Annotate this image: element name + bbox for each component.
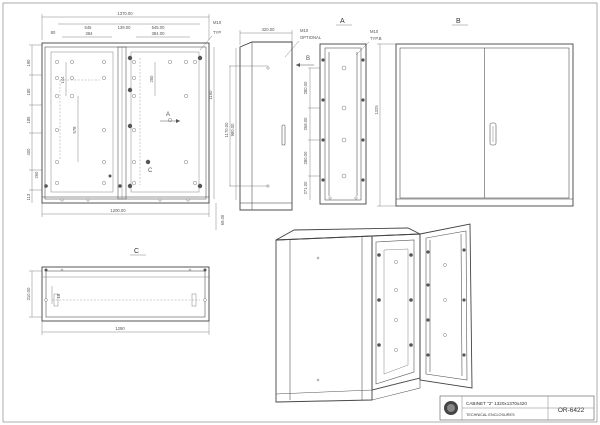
thread-callout: M10 <box>213 20 222 25</box>
view-a-spacing-2: 268.00 <box>303 117 308 130</box>
dim-inner-2: 578 <box>72 126 77 134</box>
view-c-width: 1290 <box>115 326 125 331</box>
side-thread-sub: OPTIONAL <box>300 35 322 40</box>
isometric-view <box>275 223 473 403</box>
dim-d: 545.00 <box>152 25 165 30</box>
dim-e: 384 <box>86 31 94 36</box>
dim-left-6: 113 <box>26 193 31 200</box>
view-c-inner: 18 <box>56 293 61 298</box>
view-a-spacing-4: 271.00 <box>303 181 308 194</box>
dim-inner-1: 144 <box>60 76 65 84</box>
dim-overall-width: 1370.00 <box>117 11 133 16</box>
dim-left-2: 180 <box>26 88 31 96</box>
dim-left-1: 190 <box>26 59 31 67</box>
dim-b: 545 <box>85 25 93 30</box>
thread-callout-sub: TYP <box>213 30 221 35</box>
view-a-thread: M10 <box>370 29 379 34</box>
dim-right-height: 1160 <box>208 90 213 100</box>
side-height-2: 980.00 <box>230 123 235 136</box>
view-b: B 1325 <box>374 18 574 207</box>
view-c-title: C <box>134 248 139 255</box>
section-marker-c: C <box>148 168 153 174</box>
view-a-spacing-1: 280.00 <box>303 81 308 94</box>
dim-bottom-width: 1200.00 <box>110 208 126 213</box>
dim-c: 139.00 <box>118 25 131 30</box>
dim-left-3: 185 <box>26 116 31 124</box>
dim-inner-3: 250 <box>149 75 154 83</box>
view-b-title: B <box>456 18 461 25</box>
title-company: TECHNICAL ENCLOSURES <box>466 413 515 417</box>
dim-a: 80 <box>51 30 56 35</box>
title-block: CABINET "2" 1320x1370x420 TECHNICAL ENCL… <box>439 395 595 421</box>
side-height-1: 1170.00 <box>224 122 229 137</box>
section-marker-a: A <box>166 112 170 118</box>
view-a-spacing-3: 280.00 <box>303 151 308 164</box>
view-a: A M10 TYP.B 280.00 268.00 280.00 271.00 <box>303 18 382 205</box>
title-product: CABINET "2" 1320x1370x420 <box>466 401 527 406</box>
view-c-height: 210.00 <box>26 287 31 300</box>
view-b-height: 1325 <box>374 105 379 115</box>
view-a-thread-sub: TYP.B <box>370 36 382 41</box>
dim-left-5: 260 <box>34 171 39 179</box>
view-a-title: A <box>340 18 345 25</box>
view-c: C 210.00 18 1290 <box>26 248 210 335</box>
dim-f: 384.00 <box>152 31 165 36</box>
dim-left-4: 400 <box>26 148 31 156</box>
side-view: 420.00 M10 OPTIONAL B 1170.00 980.00 <box>224 27 322 211</box>
dim-plinth-height: 69.00 <box>220 214 225 225</box>
side-depth-dim: 420.00 <box>262 27 275 32</box>
title-code: OR-6422 <box>558 407 585 414</box>
front-view: 1370.00 80 545 139.00 545.00 384 384.00 … <box>26 11 225 230</box>
side-thread: M10 <box>300 28 309 33</box>
view-marker-b: B <box>306 56 310 62</box>
